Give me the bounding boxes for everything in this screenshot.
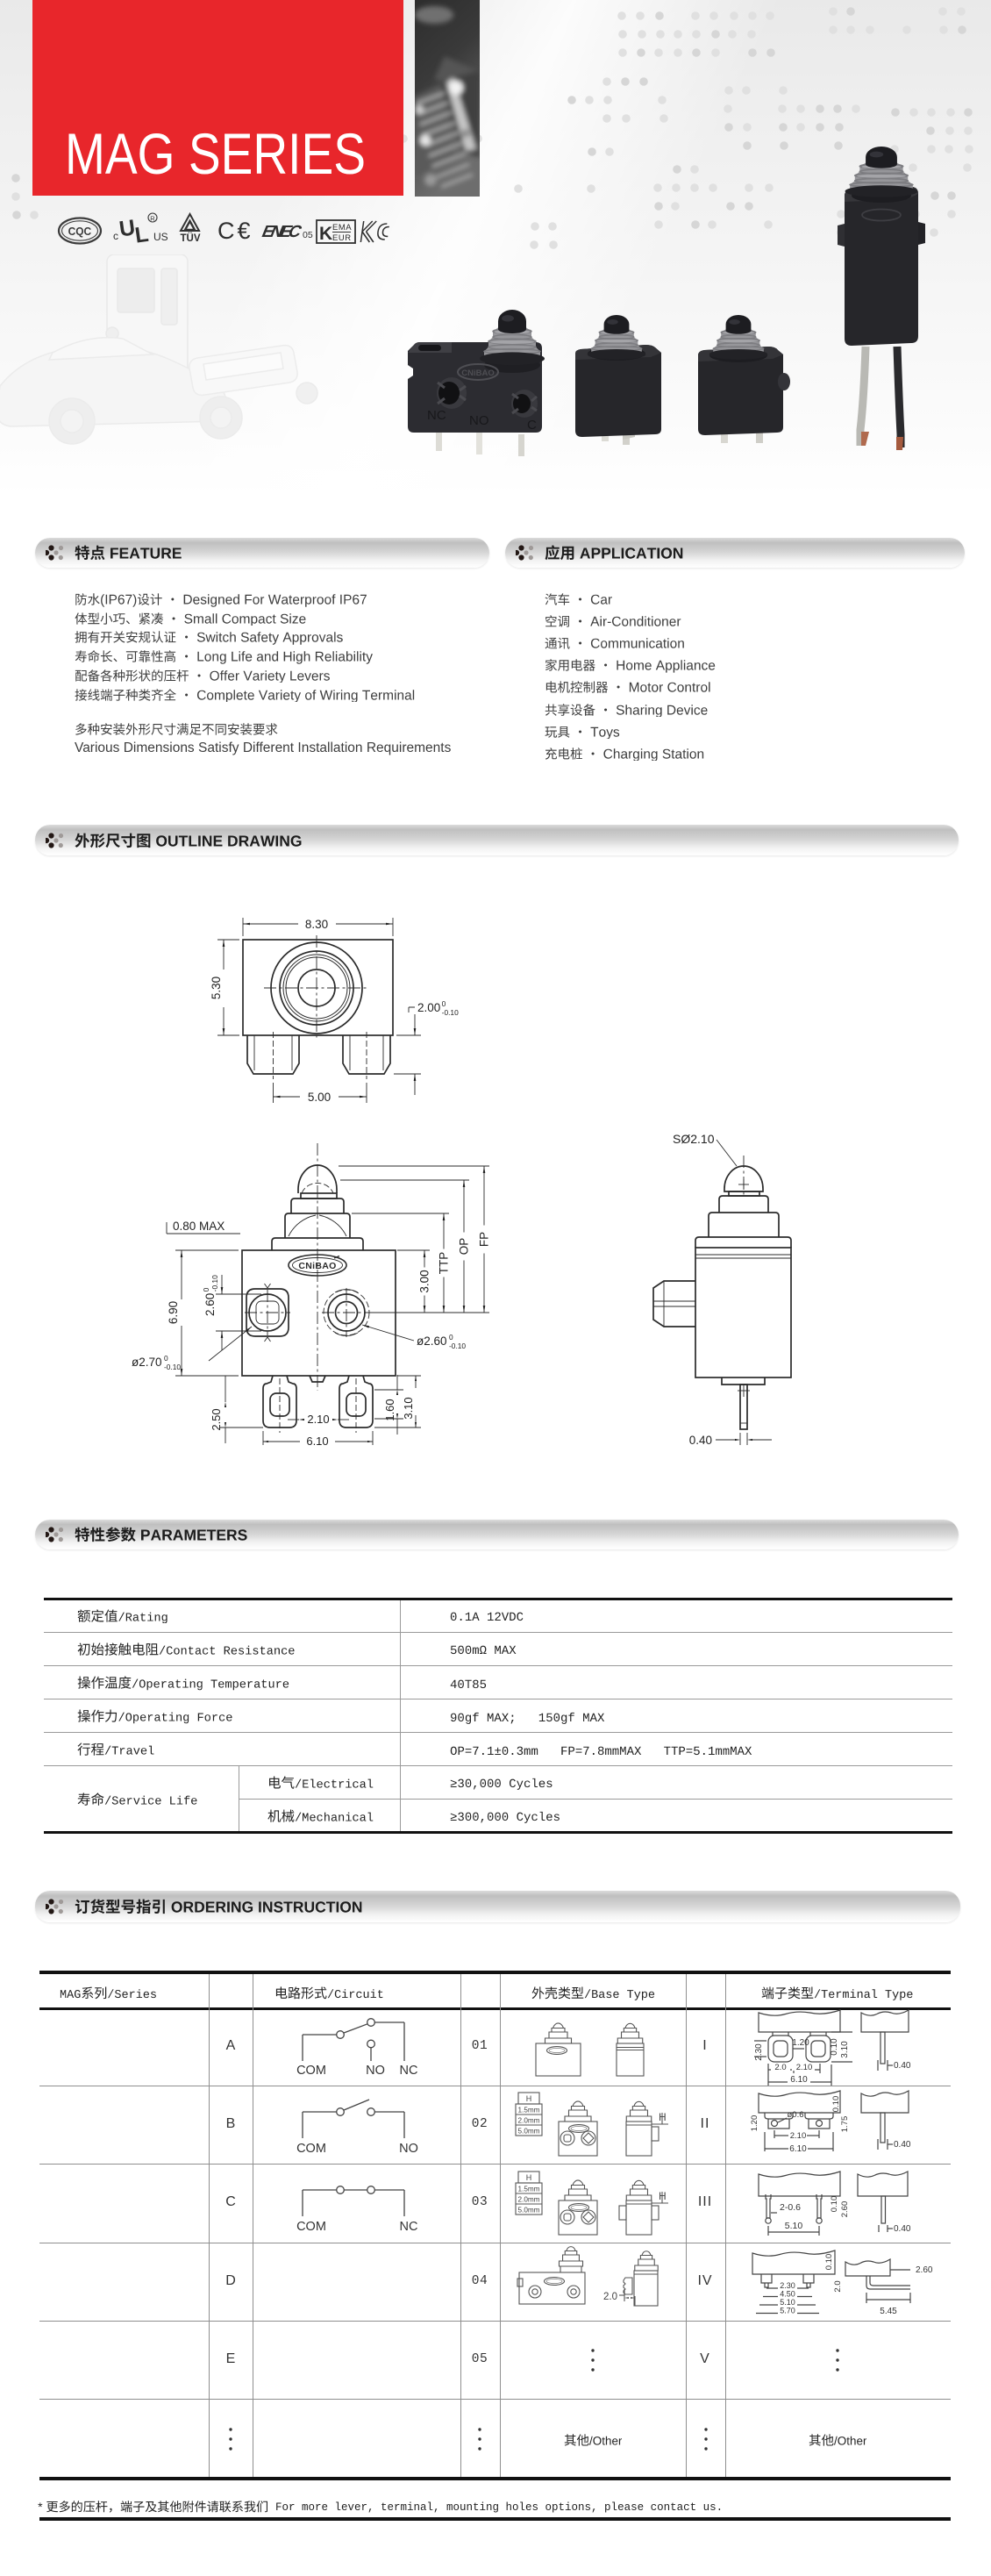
svg-text:0.10: 0.10: [824, 2254, 834, 2271]
svg-text:L: L: [133, 222, 150, 248]
svg-text:0.10: 0.10: [830, 2196, 839, 2213]
svg-text:2.60: 2.60: [840, 2201, 850, 2218]
svg-text:2.50: 2.50: [210, 1408, 223, 1430]
svg-text:2.0: 2.0: [833, 2280, 843, 2292]
svg-text:6.10: 6.10: [789, 2144, 807, 2154]
svg-text:5.0mm: 5.0mm: [517, 2207, 539, 2215]
svg-text:2.00: 2.00: [417, 1001, 440, 1014]
svg-text:6.90: 6.90: [167, 1301, 180, 1324]
svg-text:5.45: 5.45: [880, 2307, 897, 2316]
svg-text:1.20: 1.20: [750, 2115, 759, 2132]
svg-text:3.10: 3.10: [402, 1397, 415, 1419]
svg-text:H: H: [659, 2111, 667, 2123]
svg-text:5.30: 5.30: [210, 977, 223, 999]
svg-text:CNiBAO: CNiBAO: [461, 369, 494, 378]
svg-text:8.30: 8.30: [305, 918, 328, 931]
svg-text:6.10: 6.10: [306, 1435, 328, 1448]
svg-text:2.0: 2.0: [774, 2063, 786, 2072]
svg-text:0.10: 0.10: [830, 2038, 839, 2056]
svg-text:2.10: 2.10: [790, 2131, 807, 2141]
svg-text:SØ2.10: SØ2.10: [673, 1132, 715, 1146]
svg-text:2.10: 2.10: [307, 1413, 329, 1426]
svg-text:C: C: [527, 418, 537, 433]
svg-text:2-0.6: 2-0.6: [780, 2202, 801, 2213]
svg-text:5.10: 5.10: [785, 2221, 803, 2231]
svg-text:6.10: 6.10: [790, 2075, 808, 2085]
svg-text:U: U: [118, 215, 137, 241]
svg-text:5.70: 5.70: [780, 2307, 795, 2315]
svg-text:2.0: 2.0: [603, 2292, 617, 2302]
svg-text:2.60: 2.60: [916, 2265, 933, 2275]
svg-text:CNiBAO: CNiBAO: [298, 1261, 336, 1271]
svg-text:2.0mm: 2.0mm: [517, 2196, 539, 2204]
svg-text:3.10: 3.10: [840, 2041, 850, 2058]
svg-text:US: US: [153, 231, 168, 243]
svg-text:3.00: 3.00: [418, 1270, 431, 1292]
svg-text:OP: OP: [458, 1238, 471, 1256]
svg-text:1.60: 1.60: [383, 1399, 396, 1420]
svg-text:0.80 MAX: 0.80 MAX: [173, 1220, 225, 1233]
svg-text:0.40: 0.40: [689, 1434, 712, 1447]
svg-text:0.40: 0.40: [894, 2140, 911, 2150]
svg-text:0.40: 0.40: [894, 2061, 911, 2071]
svg-text:-0.10: -0.10: [442, 1008, 459, 1017]
svg-text:NC: NC: [427, 408, 446, 423]
svg-text:NO: NO: [469, 413, 489, 428]
svg-text:C€: C€: [217, 218, 253, 244]
svg-text:EMA: EMA: [332, 223, 352, 233]
svg-text:-0.10: -0.10: [164, 1363, 181, 1371]
svg-text:5.0mm: 5.0mm: [517, 2128, 539, 2136]
svg-text:0: 0: [202, 1287, 210, 1292]
svg-text:TÜV: TÜV: [181, 233, 201, 244]
svg-text:H: H: [526, 2173, 532, 2182]
svg-text:0: 0: [449, 1333, 453, 1342]
svg-text:1.20: 1.20: [792, 2038, 809, 2048]
svg-text:1.5mm: 1.5mm: [517, 2186, 539, 2193]
svg-text:-0.10: -0.10: [449, 1342, 466, 1350]
svg-text:0: 0: [164, 1354, 168, 1363]
svg-text:0.40: 0.40: [894, 2224, 911, 2234]
svg-text:-0.10: -0.10: [210, 1275, 219, 1292]
svg-text:2.60: 2.60: [203, 1293, 217, 1316]
svg-text:ø2.70: ø2.70: [132, 1356, 162, 1369]
svg-text:2.30: 2.30: [780, 2281, 795, 2290]
svg-text:ENEC: ENEC: [259, 223, 304, 241]
svg-text:ø0.6: ø0.6: [787, 2110, 803, 2120]
svg-text:c: c: [113, 230, 118, 242]
svg-text:2.10: 2.10: [796, 2063, 813, 2072]
svg-text:0.10: 0.10: [831, 2096, 841, 2113]
svg-text:R: R: [150, 215, 155, 223]
svg-text:TTP: TTP: [438, 1252, 451, 1275]
svg-text:2.30: 2.30: [754, 2043, 764, 2061]
svg-text:K: K: [319, 224, 332, 244]
svg-text:1.75: 1.75: [840, 2116, 850, 2133]
svg-text:05: 05: [303, 230, 313, 240]
svg-text:1.5mm: 1.5mm: [517, 2107, 539, 2114]
svg-text:H: H: [659, 2190, 667, 2202]
svg-text:H: H: [526, 2094, 532, 2103]
svg-text:5.00: 5.00: [308, 1091, 331, 1104]
svg-text:4.50: 4.50: [780, 2290, 795, 2299]
svg-text:5.10: 5.10: [780, 2298, 795, 2307]
svg-text:CQC: CQC: [68, 225, 92, 239]
svg-text:0: 0: [442, 999, 446, 1008]
svg-text:EUR: EUR: [332, 233, 352, 243]
svg-text:FP: FP: [478, 1232, 491, 1247]
svg-text:2.0mm: 2.0mm: [517, 2117, 539, 2125]
svg-text:ø2.60: ø2.60: [417, 1335, 447, 1348]
